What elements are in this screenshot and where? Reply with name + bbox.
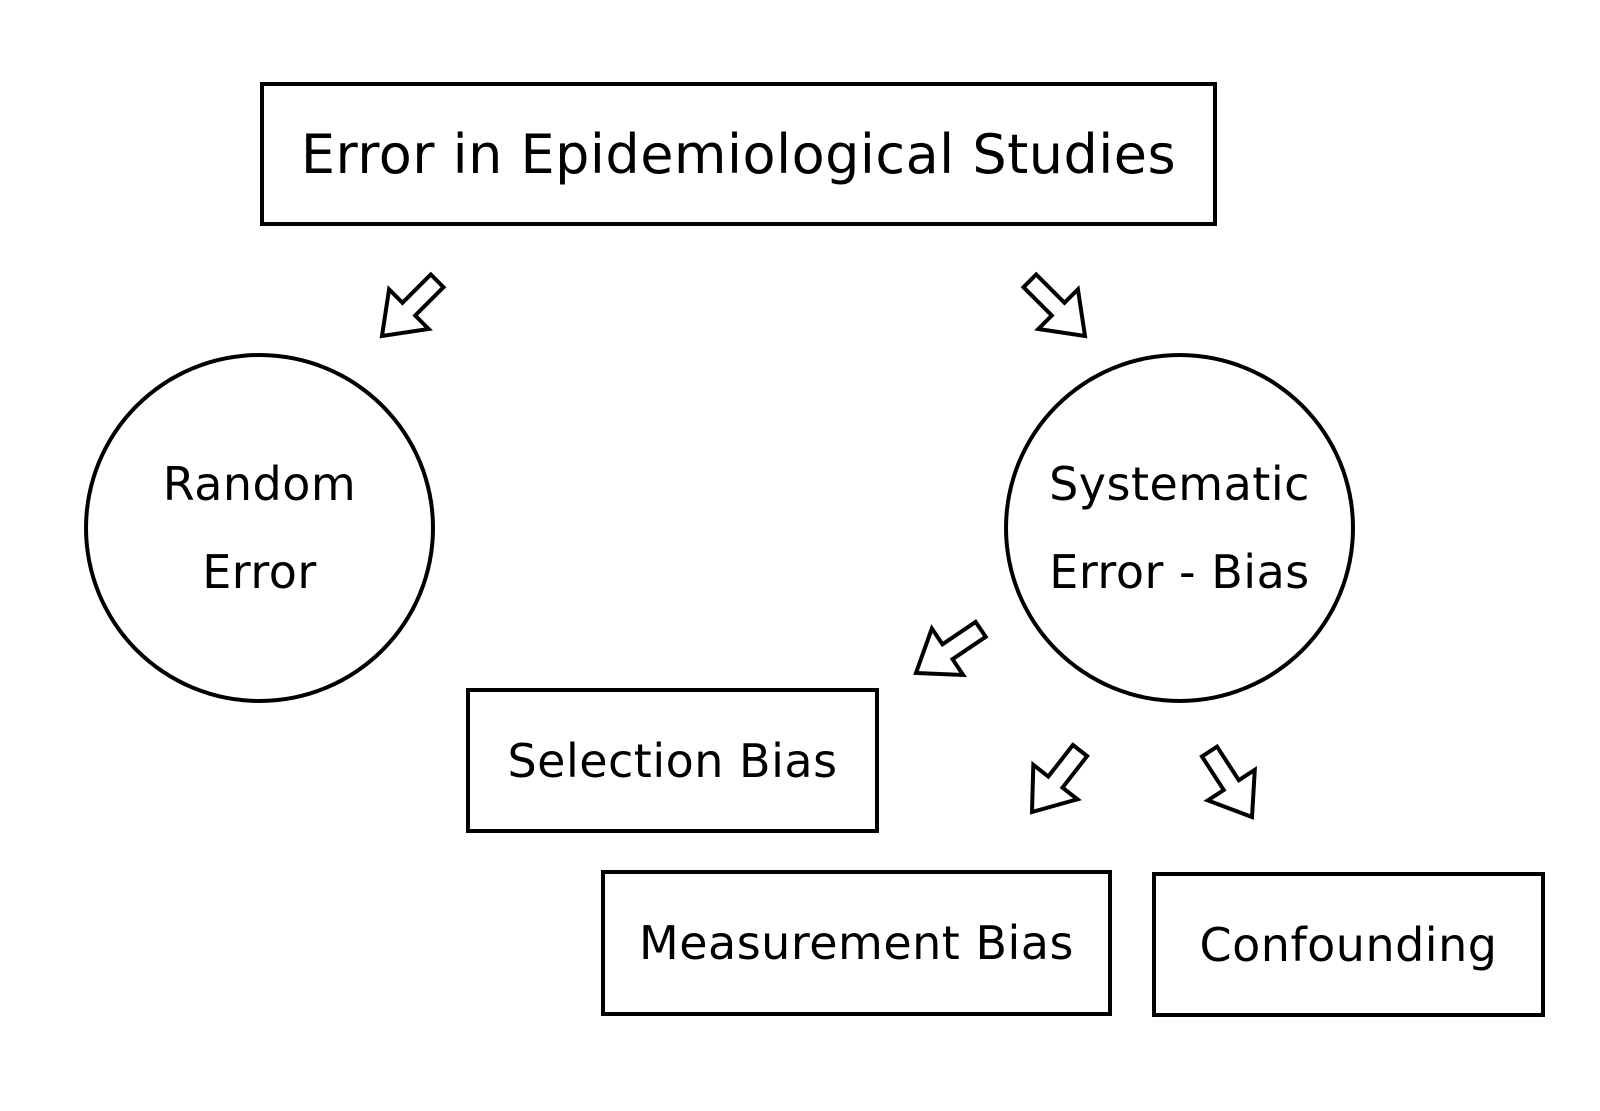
arrow-systematic-to-selection — [913, 619, 989, 678]
arrow-systematic-to-confounding — [1199, 743, 1258, 820]
random-error-label-line2: Error — [202, 545, 317, 599]
confounding-box: Confounding — [1152, 872, 1545, 1017]
random-error-node: Random Error — [84, 353, 435, 703]
systematic-error-label-line1: Systematic — [1049, 457, 1310, 511]
systematic-error-node: Systematic Error - Bias — [1004, 353, 1355, 703]
systematic-error-label-line2: Error - Bias — [1049, 545, 1310, 599]
arrow-title-to-systematic — [1020, 271, 1088, 339]
title-label: Error in Epidemiological Studies — [300, 122, 1177, 186]
confounding-label: Confounding — [1199, 917, 1498, 972]
selection-bias-label: Selection Bias — [507, 733, 838, 788]
measurement-bias-label: Measurement Bias — [639, 916, 1074, 970]
title-box: Error in Epidemiological Studies — [260, 82, 1217, 226]
arrow-systematic-to-measurement — [1029, 742, 1090, 815]
measurement-bias-box: Measurement Bias — [601, 870, 1112, 1016]
selection-bias-box: Selection Bias — [466, 688, 879, 833]
random-error-label-line1: Random — [162, 457, 357, 511]
arrow-title-to-random — [379, 271, 447, 339]
